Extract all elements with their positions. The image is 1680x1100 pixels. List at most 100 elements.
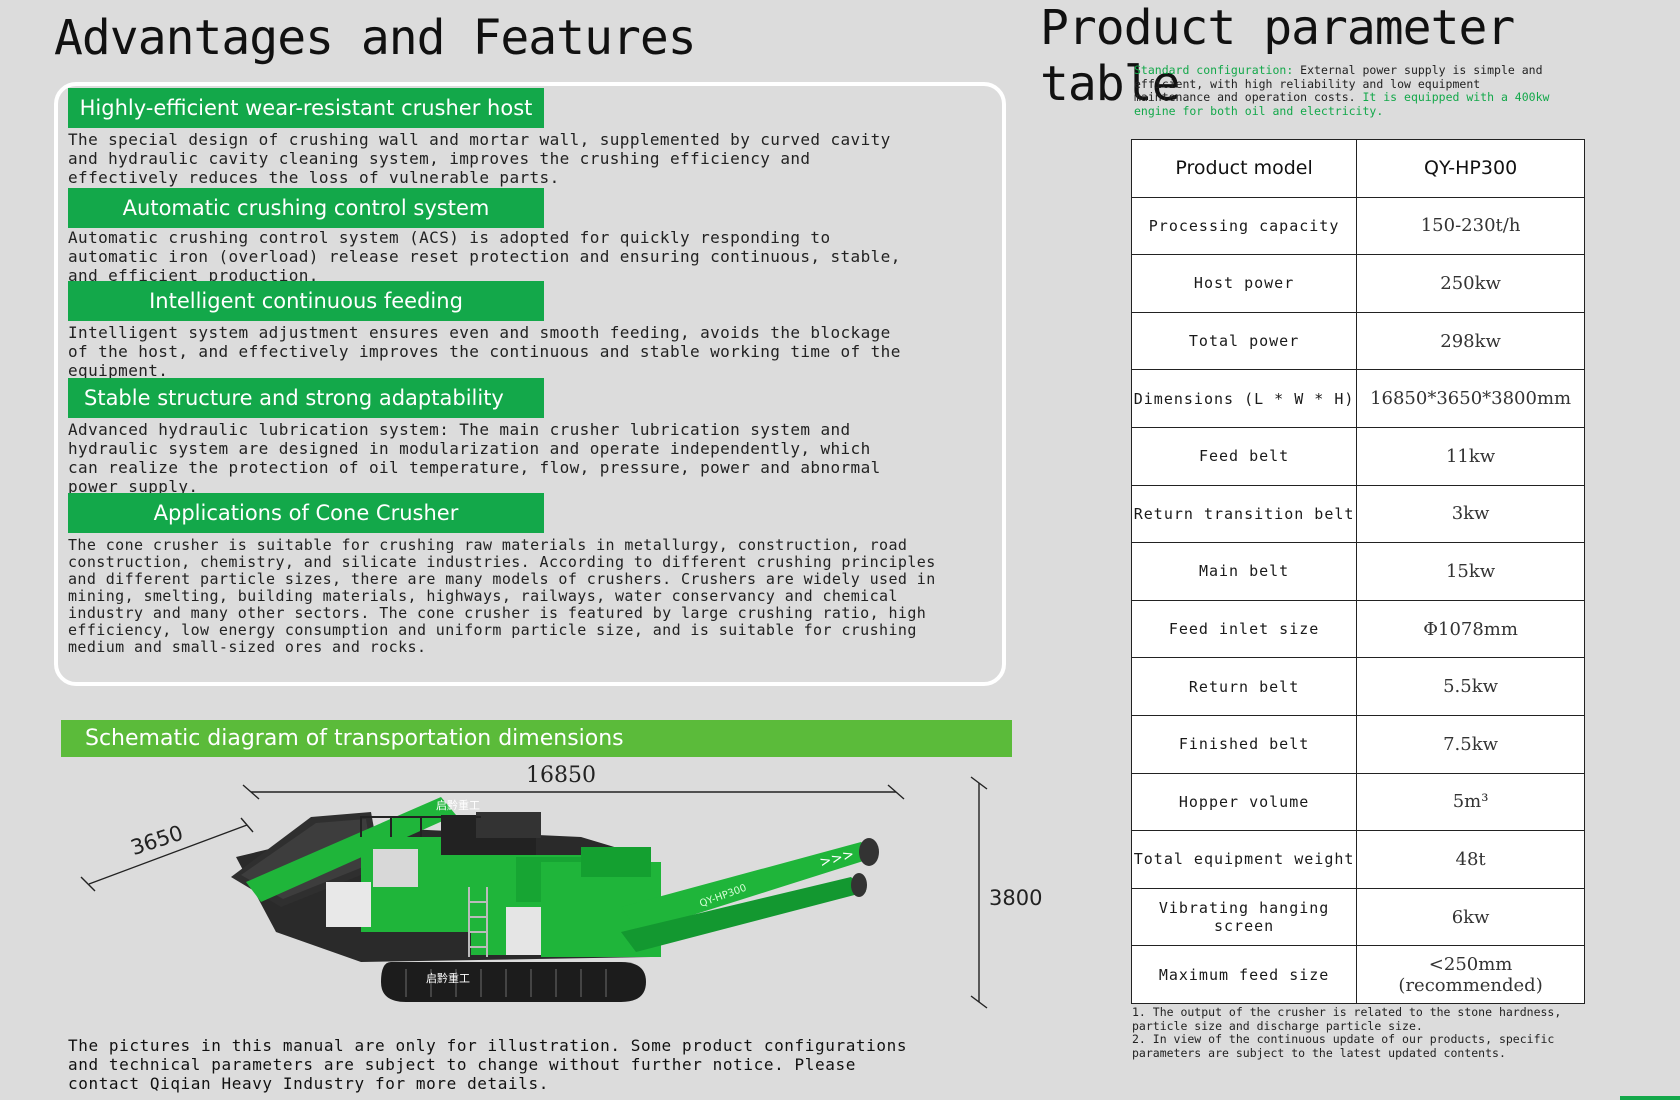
- feature-text-structure: Advanced hydraulic lubrication system: T…: [68, 420, 988, 496]
- height-label: 3800: [989, 886, 1042, 910]
- text-line: can realize the protection of oil temper…: [68, 458, 881, 477]
- mobile-crusher-illustration: >>> 启黔重工 启黔重工 QY-HP300: [231, 797, 879, 1002]
- param-value: 15kw: [1356, 542, 1585, 601]
- param-name: Return belt: [1130, 657, 1358, 716]
- header-key: Product model: [1130, 139, 1358, 198]
- features-panel: [54, 82, 1006, 686]
- text-line: mining, smelting, building materials, hi…: [68, 587, 898, 605]
- table-row: Maximum feed size<250mm (recommended): [1130, 945, 1585, 1004]
- param-value: 298kw: [1356, 311, 1585, 371]
- param-value: Φ1078mm: [1356, 599, 1585, 659]
- height-dimension-line: [970, 776, 988, 1009]
- param-name: Feed belt: [1130, 426, 1358, 486]
- text-line: The cone crusher is suitable for crushin…: [68, 536, 908, 554]
- disclaimer-text: The pictures in this manual are only for…: [68, 1036, 1008, 1093]
- param-value: 150-230t/h: [1356, 196, 1585, 256]
- text-line: The pictures in this manual are only for…: [68, 1036, 908, 1055]
- transport-dimension-diagram: 16850 3650 3800: [80, 763, 1042, 1009]
- param-name: Feed inlet size: [1130, 599, 1358, 659]
- feature-text-acs: Automatic crushing control system (ACS) …: [68, 228, 988, 285]
- text-line: industry and many other sectors. The con…: [68, 604, 927, 622]
- text-line: hydraulic system are designed in modular…: [68, 439, 871, 458]
- text-line: Intelligent system adjustment ensures ev…: [68, 323, 891, 342]
- text-line: contact Qiqian Heavy Industry for more d…: [68, 1074, 549, 1093]
- length-dimension-line: [242, 784, 905, 800]
- param-name: Host power: [1130, 254, 1358, 313]
- feature-heading-host: Highly-efficient wear-resistant crusher …: [68, 88, 544, 128]
- param-value: 3kw: [1356, 484, 1585, 544]
- header-model: QY-HP300: [1356, 139, 1585, 198]
- param-value: 7.5kw: [1356, 714, 1585, 774]
- width-label: 3650: [128, 821, 186, 860]
- parameter-table: Product model QY-HP300 Processing capaci…: [1130, 139, 1585, 1004]
- std-config-label: Standard configuration:: [1134, 63, 1294, 77]
- param-name: Total power: [1130, 311, 1358, 371]
- text-line: Advanced hydraulic lubrication system: T…: [68, 420, 851, 439]
- text-line: efficiency, low energy consumption and u…: [68, 621, 917, 639]
- text-line: equipment.: [68, 361, 169, 380]
- text-line: and technical parameters are subject to …: [68, 1055, 856, 1074]
- param-name: Hopper volume: [1130, 772, 1358, 832]
- param-value: 48t: [1356, 830, 1585, 889]
- param-value: 16850*3650*3800mm: [1356, 369, 1585, 428]
- advantages-title: Advantages and Features: [54, 10, 697, 66]
- param-value: <250mm (recommended): [1356, 945, 1585, 1004]
- param-name: Finished belt: [1130, 714, 1358, 774]
- feature-text-feeding: Intelligent system adjustment ensures ev…: [68, 323, 988, 380]
- footnote-line: 2. In view of the continuous update of o…: [1132, 1032, 1555, 1046]
- param-value: 250kw: [1356, 254, 1585, 313]
- length-label: 16850: [526, 763, 596, 788]
- feature-text-applications: The cone crusher is suitable for crushin…: [68, 537, 988, 656]
- text-line: effectively reduces the loss of vulnerab…: [68, 168, 560, 187]
- machine-brand-plate: 启黔重工: [426, 971, 470, 985]
- param-value: 11kw: [1356, 426, 1585, 486]
- width-dimension-line: [80, 817, 254, 892]
- std-config-engine: It is equipped with a 400kw engine for b…: [1134, 90, 1550, 118]
- parameter-table-title: Product parameter table: [1040, 0, 1515, 112]
- text-line: power supply.: [68, 477, 199, 496]
- param-name: Return transition belt: [1130, 484, 1358, 544]
- footnote-line: 1. The output of the crusher is related …: [1132, 1005, 1562, 1019]
- footnote-line: particle size and discharge particle siz…: [1132, 1018, 1423, 1033]
- param-value: 5.5kw: [1356, 657, 1585, 716]
- param-name: Total equipment weight: [1130, 830, 1358, 889]
- feature-text-host: The special design of crushing wall and …: [68, 130, 988, 187]
- feature-heading-acs: Automatic crushing control system: [68, 188, 544, 228]
- table-header-row: Product model QY-HP300: [1130, 139, 1585, 198]
- table-footnotes: 1. The output of the crusher is related …: [1132, 1005, 1612, 1060]
- schematic-heading: Schematic diagram of transportation dime…: [61, 720, 1012, 757]
- text-line: Automatic crushing control system (ACS) …: [68, 228, 831, 247]
- std-config-text: External power supply is simple and effi…: [1134, 63, 1543, 104]
- param-name: Processing capacity: [1130, 196, 1358, 256]
- text-line: construction, chemistry, and silicate in…: [68, 553, 936, 571]
- text-line: and hydraulic cavity cleaning system, im…: [68, 149, 811, 168]
- param-name: Maximum feed size: [1130, 945, 1358, 1004]
- text-line: automatic iron (overload) release reset …: [68, 247, 901, 266]
- text-line: and efficient production.: [68, 266, 319, 285]
- feature-heading-structure: Stable structure and strong adaptability: [68, 378, 544, 418]
- param-name: Main belt: [1130, 542, 1358, 601]
- param-name: Dimensions (L * W * H): [1130, 369, 1358, 428]
- corner-accent: [1620, 1096, 1680, 1100]
- standard-configuration-note: Standard configuration: External power s…: [1134, 63, 1554, 118]
- param-name: Vibrating hanging screen: [1130, 887, 1358, 947]
- feature-heading-applications: Applications of Cone Crusher: [68, 493, 544, 533]
- param-value: 6kw: [1356, 887, 1585, 947]
- text-line: of the host, and effectively improves th…: [68, 342, 901, 361]
- footnote-line: parameters are subject to the latest upd…: [1132, 1045, 1506, 1060]
- text-line: and different particle sizes, there are …: [68, 570, 936, 588]
- text-line: medium and small-sized ores and rocks.: [68, 638, 427, 656]
- text-line: The special design of crushing wall and …: [68, 130, 891, 149]
- machine-brand-plate-top: 启黔重工: [436, 798, 480, 812]
